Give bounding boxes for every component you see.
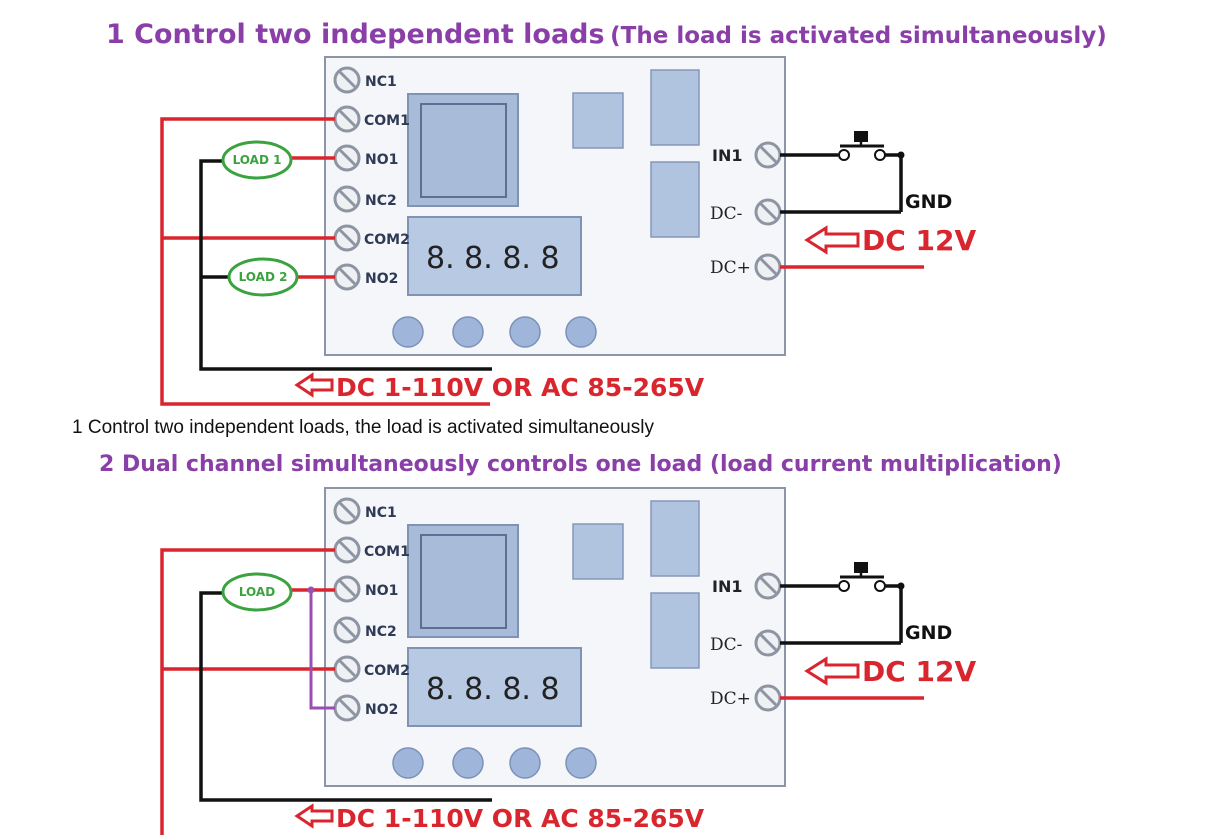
wire-load-return xyxy=(199,591,492,802)
relay-module xyxy=(407,93,519,207)
svg-text:NC1: NC1 xyxy=(365,74,397,90)
diagram1-caption: 1 Control two independent loads, the loa… xyxy=(72,417,654,438)
svg-text:LOAD: LOAD xyxy=(239,585,275,599)
svg-text:NC1: NC1 xyxy=(365,505,397,521)
supply-arrow xyxy=(294,803,334,829)
svg-text:DC+: DC+ xyxy=(710,258,751,278)
component-upper xyxy=(650,500,700,577)
board-button-3 xyxy=(509,316,541,348)
terminal-nc1: NC1 xyxy=(333,497,397,525)
terminal-nc2: NC2 xyxy=(333,616,397,644)
diagram1-title-main: 1 Control two independent loads xyxy=(106,19,605,50)
terminal-in1: IN1 xyxy=(712,572,782,600)
component-lower xyxy=(650,592,700,669)
svg-text:DC-: DC- xyxy=(710,635,742,655)
svg-text:NO2: NO2 xyxy=(365,702,398,718)
led-display-value: 8. 8. 8. 8 xyxy=(426,241,560,276)
svg-text:DC+: DC+ xyxy=(710,689,751,709)
svg-text:NO1: NO1 xyxy=(365,152,398,168)
load: LOAD xyxy=(221,572,293,612)
board-button-3 xyxy=(509,747,541,779)
led-display-value: 8. 8. 8. 8 xyxy=(426,672,560,707)
supply-label: DC 1-110V OR AC 85-265V xyxy=(336,373,705,402)
supply-label: DC 1-110V OR AC 85-265V xyxy=(336,804,705,833)
terminal-com2: COM2 xyxy=(333,224,410,252)
relay-board xyxy=(324,56,786,356)
board-button-4 xyxy=(565,747,597,779)
terminal-dc-plus: DC+ xyxy=(710,253,782,281)
terminal-in1: IN1 xyxy=(712,141,782,169)
svg-text:LOAD 2: LOAD 2 xyxy=(239,270,288,284)
supply-arrow xyxy=(294,372,334,398)
terminal-nc2: NC2 xyxy=(333,185,397,213)
board-button-4 xyxy=(565,316,597,348)
svg-text:LOAD 1: LOAD 1 xyxy=(233,153,282,167)
terminal-no2: NO2 xyxy=(333,694,398,722)
component-chip xyxy=(572,523,624,580)
wire-no-bridge xyxy=(309,590,335,710)
board-button-2 xyxy=(452,316,484,348)
load-2: LOAD 2 xyxy=(227,257,299,297)
board-button-1 xyxy=(392,316,424,348)
bridge-junction xyxy=(307,586,315,594)
push-switch xyxy=(780,562,905,643)
board-button-1 xyxy=(392,747,424,779)
svg-text:COM2: COM2 xyxy=(364,232,410,248)
push-switch xyxy=(780,131,905,212)
wire-com1 xyxy=(160,548,335,835)
dc12-label: DC 12V xyxy=(862,655,977,688)
svg-text:IN1: IN1 xyxy=(712,577,742,596)
terminal-nc1: NC1 xyxy=(333,66,397,94)
terminal-dc-minus: DC- xyxy=(710,198,782,226)
load-1: LOAD 1 xyxy=(221,140,293,180)
wire-load-return xyxy=(199,159,492,371)
svg-text:COM1: COM1 xyxy=(364,544,410,560)
terminal-no2: NO2 xyxy=(333,263,398,291)
component-upper xyxy=(650,69,700,146)
svg-text:NC2: NC2 xyxy=(365,193,397,209)
svg-text:NO1: NO1 xyxy=(365,583,398,599)
relay-module xyxy=(407,524,519,638)
svg-text:NC2: NC2 xyxy=(365,624,397,640)
diagram2-title: 2 Dual channel simultaneously controls o… xyxy=(99,452,1062,477)
gnd-label: GND xyxy=(905,191,952,213)
diagram1-title-sub: (The load is activated simultaneously) xyxy=(610,23,1107,49)
svg-text:IN1: IN1 xyxy=(712,146,742,165)
board-button-2 xyxy=(452,747,484,779)
wire-com1 xyxy=(160,117,490,406)
terminal-dc-plus: DC+ xyxy=(710,684,782,712)
diagram2: 8. 8. 8. 8 NC1 COM1 NO1 NC2 COM2 NO2 IN1… xyxy=(160,487,977,835)
component-lower xyxy=(650,161,700,238)
dc12-arrow xyxy=(804,656,860,686)
led-display xyxy=(407,216,582,296)
svg-text:DC-: DC- xyxy=(710,204,742,224)
svg-text:COM2: COM2 xyxy=(364,663,410,679)
gnd-label: GND xyxy=(905,622,952,644)
led-display xyxy=(407,647,582,727)
svg-text:COM1: COM1 xyxy=(364,113,410,129)
diagram1-title: 1 Control two independent loads (The loa… xyxy=(106,19,1107,50)
terminal-com2: COM2 xyxy=(333,655,410,683)
relay-board xyxy=(324,487,786,787)
dc12-label: DC 12V xyxy=(862,224,977,257)
dc12-arrow xyxy=(804,225,860,255)
diagram1: 8. 8. 8. 8 NC1 COM1 NO1 NC2 COM2 NO2 IN1… xyxy=(160,56,977,406)
svg-text:NO2: NO2 xyxy=(365,271,398,287)
component-chip xyxy=(572,92,624,149)
